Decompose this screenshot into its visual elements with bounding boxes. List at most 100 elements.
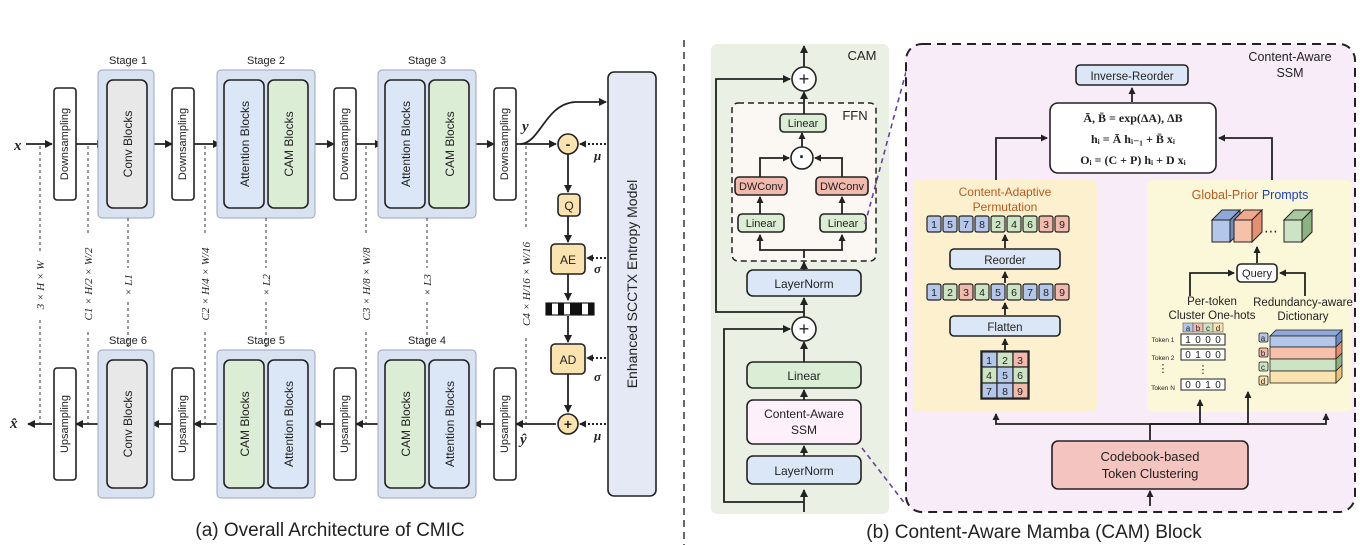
residual-arrow [715,75,804,313]
query-block [1236,263,1278,283]
conv-blocks-label: Conv Blocks [121,111,135,178]
caption-b: (b) Content-Aware Mamba (CAM) Block [866,522,1202,543]
quantizer-block [557,193,581,217]
cam-block: CAM LayerNorm Content-Aware SSM Linear +… [711,44,889,514]
conv-blocks [106,359,148,489]
inverse-reorder-label: Inverse-Reorder [1090,71,1173,83]
output-xhat-label: x̂ [9,416,18,432]
overall-architecture: x x̂ Stage 1 Stage 2 Stage 3 Stage 6 [9,55,657,541]
cam-blocks [428,79,470,209]
token-cell [990,283,1006,301]
cam-blocks-label: CAM Blocks [399,391,413,456]
dim-label: × L1 [123,274,135,296]
token-number: 1 [986,355,992,367]
dim-label: × L2 [261,274,273,296]
stage3-title: Stage 3 [408,55,446,67]
token-cell [1038,215,1054,233]
token-number: 2 [995,219,1001,231]
attention-blocks [223,79,265,209]
token-cell [1054,215,1070,233]
upsampling-block [53,367,77,481]
onehot-table: a b c d Token 1 1 0 0 0 Token 2 0 1 0 0 … [1151,322,1226,392]
token-number: 2 [947,287,953,299]
input-x-label: x [13,138,22,154]
residual-add-symbol: + [799,319,810,339]
flow-arrow [1279,269,1306,296]
dwconv-label: DWConv [739,181,784,193]
reorder-block [949,248,1061,270]
multiply-symbol: · [799,147,805,167]
token-cell [1054,283,1070,301]
svg-text:⋮: ⋮ [1158,363,1169,375]
token-cell [958,215,974,233]
onehot-bit: 0 [1205,335,1211,346]
onehot-row-label: Token 2 [1152,355,1175,362]
token-number: 7 [1027,287,1033,299]
layernorm-label: LayerNorm [774,464,833,478]
permuted-token-row: 1 5 7 8 2 4 6 3 9 [926,215,1070,233]
token-grid: 1 2 3 4 5 6 7 8 9 [980,350,1030,400]
svg-text:⋮: ⋮ [1198,364,1209,376]
dim-label: C3 × H/8 × W/8 [361,247,373,320]
ssm-label-line2: SSM [791,423,817,437]
onehot-bit: 1 [1185,335,1191,346]
ssm-equation-box [1049,102,1217,174]
gpp-title: Global-Prior Prompts [1192,188,1309,202]
token-number: 6 [1011,287,1017,299]
bitstream-icon [545,302,595,316]
dim-label-bg [420,268,434,302]
token-cell [1006,283,1022,301]
token-number: 4 [986,370,992,382]
token-cell [958,283,974,301]
onehot-bit: 0 [1215,350,1221,361]
attention-blocks-label: Attention Blocks [282,381,296,467]
dim-label-bg [121,268,135,302]
flow-arrow-to-entropy [519,98,607,145]
dim-label: C1 × H/2 × W/2 [83,247,95,320]
cam-blocks [384,359,426,489]
dim-label-bg [197,236,213,332]
dim-label-bg [259,268,273,302]
cluster-col-label: c [1206,324,1210,333]
permutation-title-line1: Content-Adaptive [959,185,1052,199]
flow-arrow [756,234,805,258]
flow-arrow [1218,134,1273,180]
entropy-model [607,71,657,497]
onehot-bit: 0 [1215,335,1221,346]
token-number: 5 [995,287,1001,299]
cam-blocks-label: CAM Blocks [238,391,252,456]
token-cell [942,215,958,233]
dictionary-row-label: a [1261,334,1266,343]
ssm-label-line1: Content-Aware [764,407,844,421]
sigma-label: σ [594,261,602,276]
mu-label: μ [593,148,601,163]
flatten-block [949,315,1061,337]
token-cell [926,215,942,233]
downsampling-label: Downsampling [499,108,511,180]
attention-blocks [428,359,470,489]
flow-arrow [804,234,846,251]
dim-label-bg [33,252,47,318]
token-number: 9 [1059,287,1065,299]
token-number: 8 [979,219,985,231]
entropy-model-label: Enhanced SCCTX Entropy Model [624,180,640,389]
dim-label: 3 × H × W [35,260,47,310]
arithmetic-encoder-label: AE [560,253,576,267]
flow-arrow [995,134,1048,180]
mu-label: μ [593,428,601,443]
dictionary-stack: a b c d [1258,329,1343,386]
downsampling-label: Downsampling [339,108,351,180]
dictionary-row-label: d [1261,377,1265,386]
token-clustering-block [1051,440,1249,490]
downsampling-label: Downsampling [177,108,189,180]
linear-block [737,213,785,233]
token-number: 6 [1027,219,1033,231]
cam-blocks-label: CAM Blocks [282,111,296,176]
ssm-equation-state: hᵢ = Ā hᵢ₋₁ + B̄ xᵢ [1091,132,1175,146]
dim-label-bg [518,230,534,338]
token-number: 6 [1017,370,1023,382]
dwconv-label: DWConv [820,181,865,193]
flattened-token-row: 1 2 3 4 5 6 7 8 9 [926,283,1070,301]
onehot-bit: 0 [1185,350,1191,361]
